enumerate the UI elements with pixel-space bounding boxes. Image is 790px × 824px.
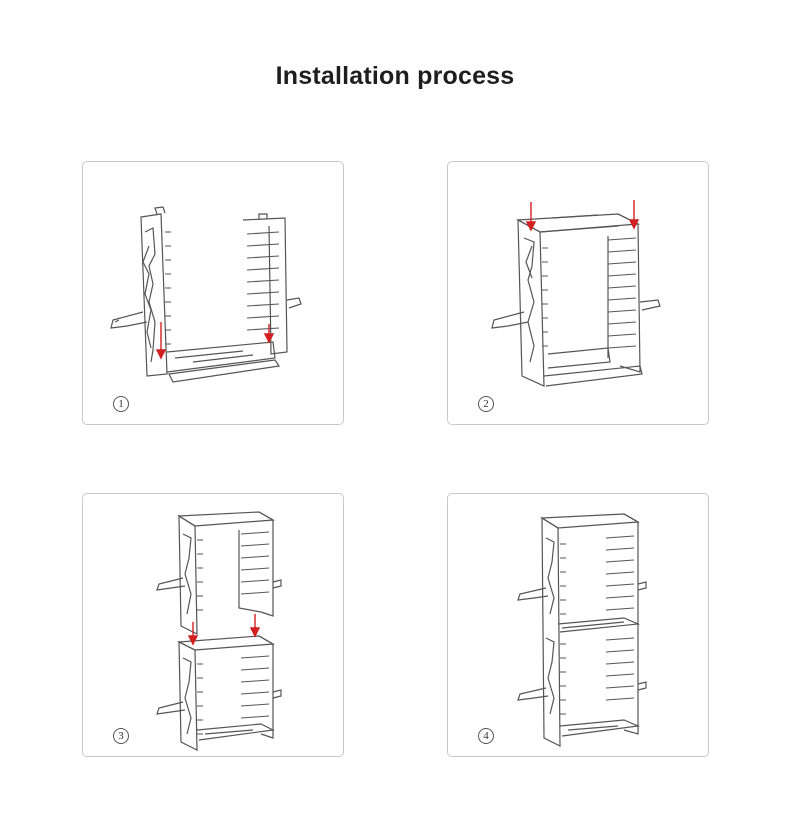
step-number: 2: [478, 396, 494, 412]
step-4-illustration: [517, 513, 647, 747]
step-1-panel: 1: [82, 161, 344, 425]
step-number: 1: [113, 396, 129, 412]
step-3-illustration: [156, 511, 282, 751]
step-number: 4: [478, 728, 494, 744]
step-2-panel: 2: [447, 161, 709, 425]
step-3-panel: 3: [82, 493, 344, 757]
step-1-illustration: [110, 206, 302, 383]
step-number: 3: [113, 728, 129, 744]
step-4-panel: 4: [447, 493, 709, 757]
page-title: Installation process: [275, 62, 515, 90]
step-2-illustration: [491, 200, 661, 387]
